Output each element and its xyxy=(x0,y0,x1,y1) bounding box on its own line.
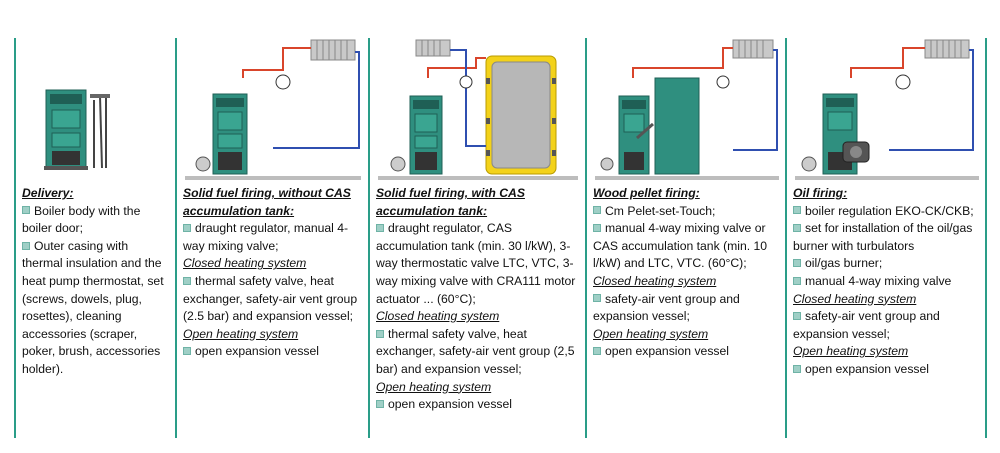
subheading: Closed heating system xyxy=(376,309,500,324)
hot-pipe xyxy=(427,57,486,78)
mixing-valve-icon xyxy=(895,74,911,90)
bullet-icon xyxy=(793,364,801,373)
pellet-hopper xyxy=(636,77,700,175)
boiler-body xyxy=(44,89,88,170)
list-item: open expansion vessel xyxy=(376,396,579,414)
oil-burner xyxy=(842,141,870,163)
column-wood-pellet: Wood pellet firing: Cm Pelet-set-Touch; … xyxy=(585,38,785,438)
column-oil-firing: Oil firing: boiler regulation EKO-CK/CKB… xyxy=(785,38,987,438)
bullet-icon xyxy=(593,294,601,303)
column-delivery: Delivery: Boiler body with the boiler do… xyxy=(14,38,175,438)
bullet-icon xyxy=(593,347,601,356)
list-item: draught regulator, manual 4-way mixing v… xyxy=(183,221,349,253)
column-solid-fuel-with-cas: Solid fuel firing, with CAS accumulation… xyxy=(368,38,585,438)
return-pipe xyxy=(273,51,360,149)
list-item: Outer casing with thermal insulation and… xyxy=(22,238,164,376)
list-item: safety-air vent group and expansion vess… xyxy=(793,309,940,341)
solid-fuel-with-cas-text: Solid fuel firing, with CAS accumulation… xyxy=(376,185,579,414)
boiler-body xyxy=(409,95,443,175)
bullet-icon xyxy=(793,223,801,232)
radiator xyxy=(924,39,970,59)
list-item: thermal safety valve, heat exchanger, sa… xyxy=(183,273,358,324)
bullet-icon xyxy=(593,223,601,232)
expansion-vessel-icon xyxy=(195,156,211,172)
bullet-icon xyxy=(183,347,191,356)
list-item: set for installation of the oil/gas burn… xyxy=(793,221,973,253)
oil-firing-text: Oil firing: boiler regulation EKO-CK/CKB… xyxy=(793,185,979,379)
bullet-icon xyxy=(793,276,801,285)
radiator xyxy=(732,39,774,59)
subheading: Closed heating system xyxy=(183,256,307,271)
return-pipe xyxy=(733,49,778,151)
section-heading: Solid fuel firing, without CAS accumulat… xyxy=(183,186,351,218)
bullet-icon xyxy=(793,311,801,320)
return-pipe xyxy=(450,49,486,147)
subheading: Open heating system xyxy=(376,379,492,394)
bullet-icon xyxy=(22,206,30,215)
section-heading: Solid fuel firing, with CAS accumulation… xyxy=(376,186,525,218)
return-pipe xyxy=(889,49,974,151)
subheading: Open heating system xyxy=(593,326,709,341)
expansion-vessel-icon xyxy=(390,156,406,172)
subheading: Closed heating system xyxy=(793,291,917,306)
solid-fuel-without-cas-diagram xyxy=(185,39,361,180)
delivery-illustration xyxy=(44,89,110,170)
mixing-valve-icon xyxy=(716,75,730,89)
boiler-body xyxy=(618,95,650,175)
list-item: open expansion vessel xyxy=(183,343,362,361)
list-item: Boiler body with the boiler door; xyxy=(22,203,141,236)
subheading: Open heating system xyxy=(793,344,909,359)
section-heading: Oil firing: xyxy=(793,186,848,200)
list-item: open expansion vessel xyxy=(593,343,779,361)
boiler-body xyxy=(212,93,248,175)
bullet-icon xyxy=(793,206,801,215)
room-wall xyxy=(185,176,361,180)
wood-pellet-diagram xyxy=(595,39,779,180)
bullet-icon xyxy=(376,329,384,338)
list-item: Cm Pelet-set-Touch; xyxy=(593,203,779,221)
list-item: thermal safety valve, heat exchanger, sa… xyxy=(376,326,575,376)
delivery-heading: Delivery: xyxy=(22,186,74,200)
radiator xyxy=(415,39,451,57)
bullet-icon xyxy=(183,276,191,285)
solid-fuel-with-cas-diagram xyxy=(378,39,578,180)
room-wall xyxy=(795,176,979,180)
wood-pellet-text: Wood pellet firing: Cm Pelet-set-Touch; … xyxy=(593,185,779,361)
bullet-icon xyxy=(376,223,384,232)
section-heading: Wood pellet firing: xyxy=(593,186,700,200)
hot-pipe xyxy=(242,47,311,78)
list-item: boiler regulation EKO-CK/CKB; xyxy=(793,203,979,221)
bullet-icon xyxy=(593,206,601,215)
bullet-icon xyxy=(376,399,384,408)
list-item: safety-air vent group and expansion vess… xyxy=(593,291,740,324)
list-item: manual 4-way mixing valve or CAS accumul… xyxy=(593,221,768,271)
room-wall xyxy=(378,176,578,180)
cleaning-tools xyxy=(90,94,110,169)
mixing-valve-icon xyxy=(275,74,291,90)
mixing-valve-icon xyxy=(459,75,473,89)
column-solid-fuel-without-cas: Solid fuel firing, without CAS accumulat… xyxy=(175,38,368,438)
subheading: Closed heating system xyxy=(593,273,717,288)
accumulation-tank xyxy=(485,55,557,175)
list-item: manual 4-way mixing valve xyxy=(793,273,979,291)
radiator xyxy=(310,39,356,61)
bullet-icon xyxy=(793,259,801,268)
bullet-icon xyxy=(183,223,191,232)
oil-firing-diagram xyxy=(795,39,979,180)
room-wall xyxy=(595,176,779,180)
solid-fuel-without-cas-text: Solid fuel firing, without CAS accumulat… xyxy=(183,185,362,361)
list-item: draught regulator, CAS accumulation tank… xyxy=(376,221,576,306)
list-item: oil/gas burner; xyxy=(793,255,979,273)
bullet-icon xyxy=(22,241,30,250)
hot-pipe xyxy=(632,47,733,78)
delivery-text: Delivery: Boiler body with the boiler do… xyxy=(22,185,169,379)
list-item: open expansion vessel xyxy=(793,361,979,379)
expansion-vessel-icon xyxy=(801,156,817,172)
subheading: Open heating system xyxy=(183,326,299,341)
expansion-vessel-icon xyxy=(600,157,614,171)
hot-pipe xyxy=(850,47,925,78)
